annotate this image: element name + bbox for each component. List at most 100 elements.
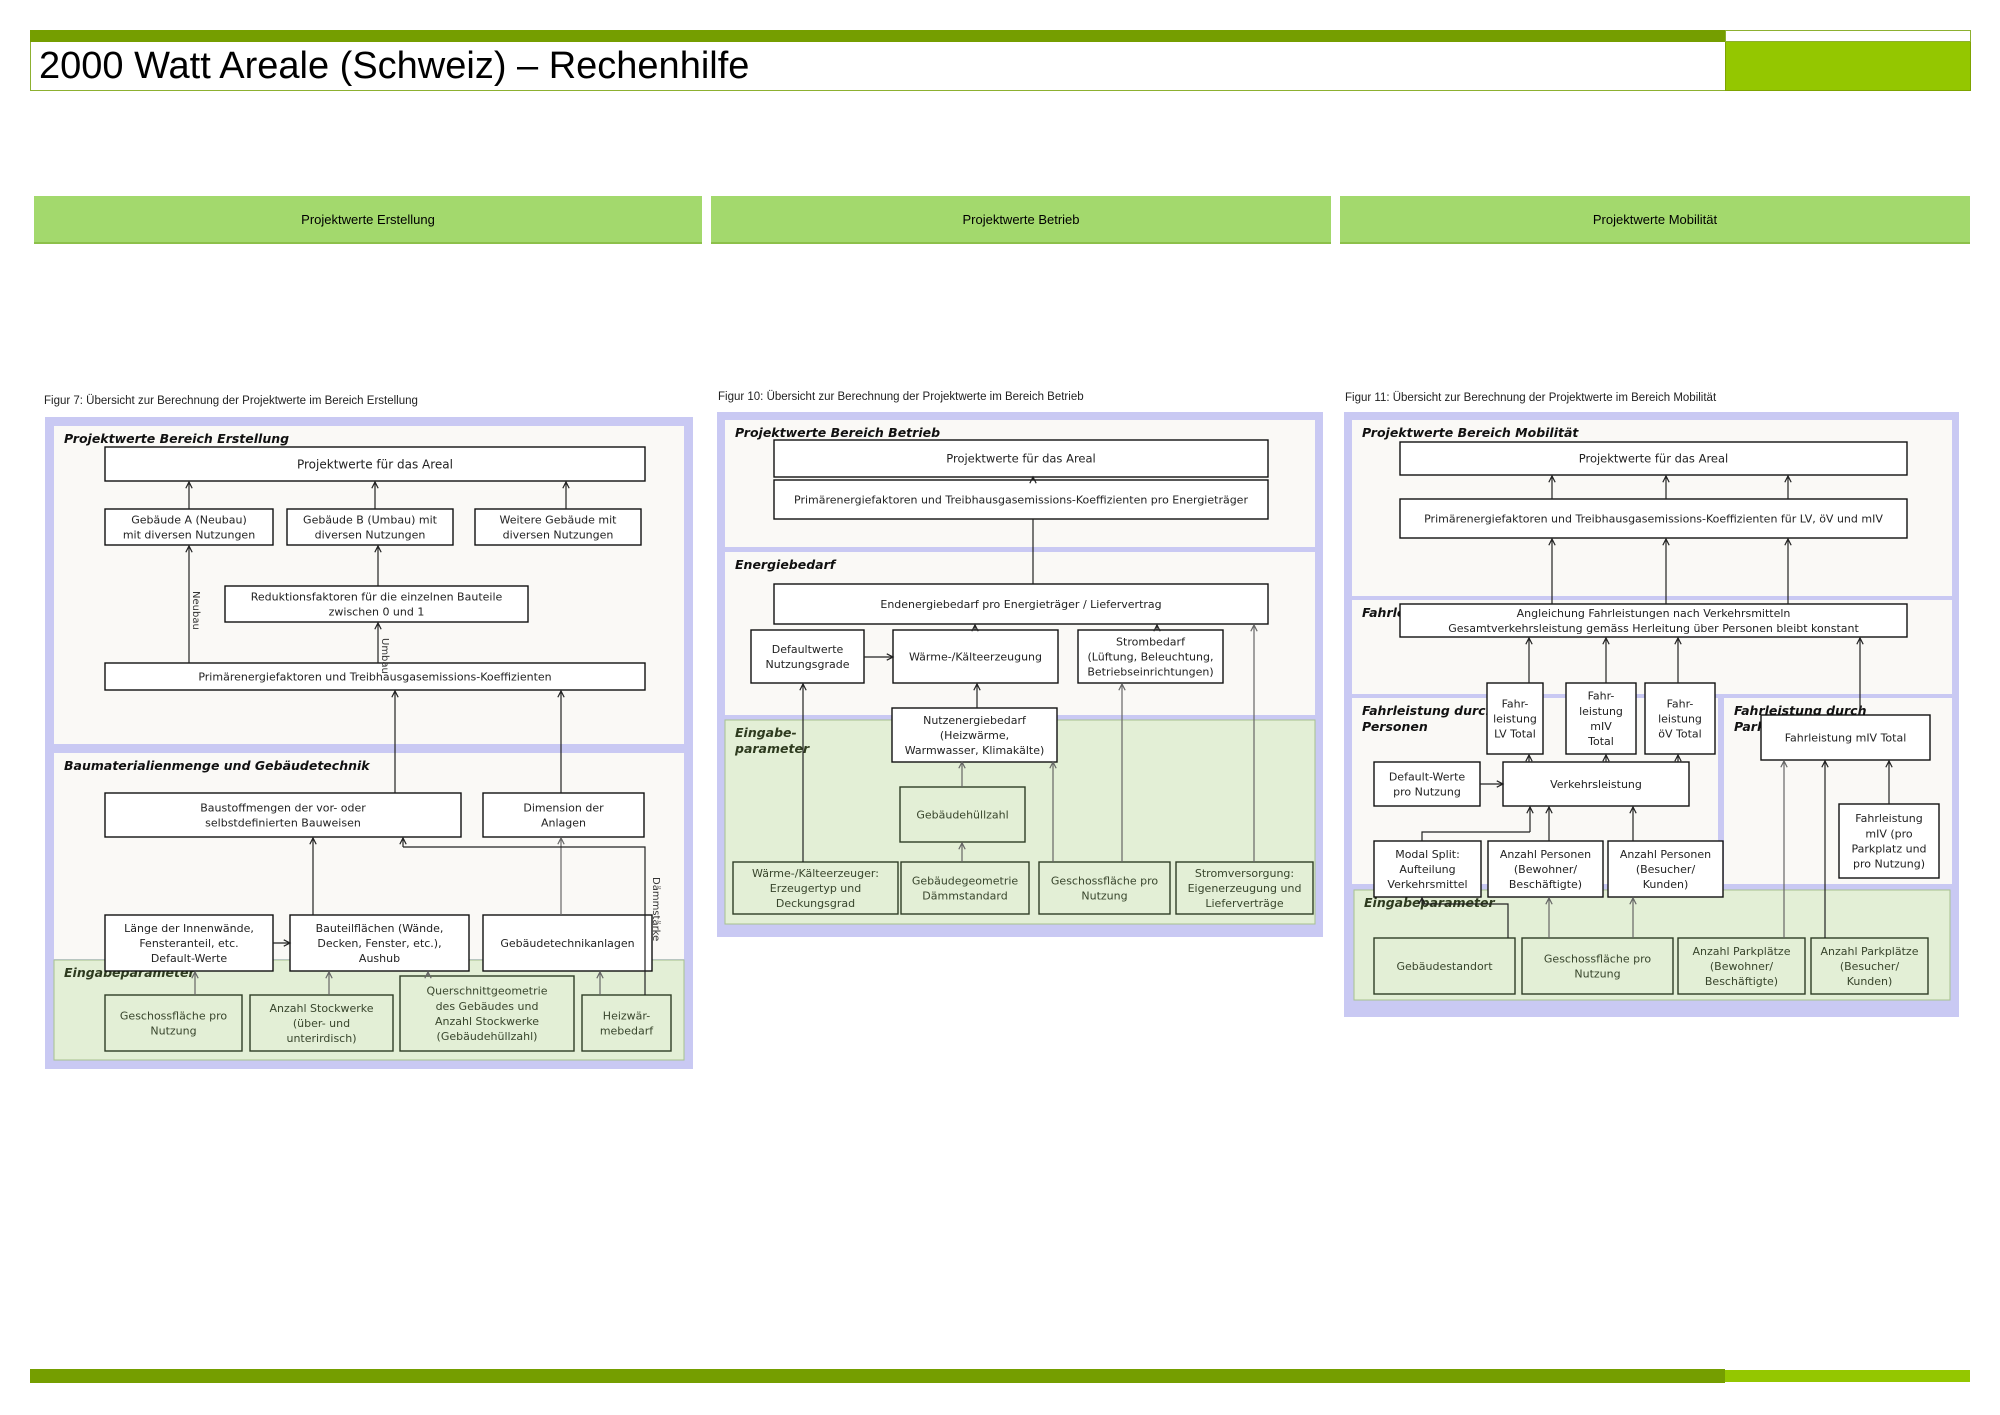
box-outline xyxy=(399,975,575,1052)
box-label: Primärenergiefaktoren und Treibhausgasem… xyxy=(1424,512,1883,525)
box-outline xyxy=(750,629,865,684)
box-label: (Gebäudehüllzahl) xyxy=(437,1030,538,1043)
box-outline xyxy=(900,861,1030,915)
arrow-head xyxy=(1784,537,1792,546)
box-outline xyxy=(1486,682,1544,755)
arrow-head xyxy=(1526,805,1534,814)
arrow-head xyxy=(1629,896,1637,905)
arrow-head xyxy=(1629,805,1637,814)
diagram-box-huellzahl: Gebäudehüllzahl xyxy=(899,786,1026,843)
box-outline xyxy=(474,508,642,546)
header-accent-block xyxy=(1725,42,1971,91)
diagram-box-areal: Projektwerte für das Areal xyxy=(773,439,1269,478)
arrow-head xyxy=(1525,753,1533,762)
box-label: Anlagen xyxy=(541,817,586,830)
connector-line xyxy=(403,846,646,995)
section-fahrleistung-personen-title: Personen xyxy=(1362,719,1428,734)
arrow-head xyxy=(958,760,966,769)
diagram-box-strom: Strombedarf(Lüftung, Beleuchtung,Betrieb… xyxy=(1077,629,1224,684)
box-outline xyxy=(286,508,454,546)
arrow-head xyxy=(557,836,565,845)
arrow-head xyxy=(1674,753,1682,762)
box-outline xyxy=(773,439,1269,478)
box-label: Geschossfläche pro xyxy=(1051,874,1158,887)
box-label: Länge der Innenwände, xyxy=(124,922,254,935)
box-label: (Lüftung, Beleuchtung, xyxy=(1088,650,1214,663)
arrow-head xyxy=(1602,753,1610,762)
box-outline xyxy=(899,786,1026,843)
header-title-row: 2000 Watt Areale (Schweiz) – Rechenhilfe xyxy=(30,42,1726,91)
diagram-box-pp_bew: Anzahl Parkplätze(Bewohner/Beschäftigte) xyxy=(1677,937,1806,995)
box-label: Anzahl Stockwerke xyxy=(435,1015,539,1028)
diagram-box-reduktion: Reduktionsfaktoren für die einzelnen Bau… xyxy=(224,585,529,623)
box-label: Geschossfläche pro xyxy=(1544,952,1651,965)
box-label: (über- und xyxy=(293,1017,350,1030)
arrow-head xyxy=(371,480,379,489)
box-label: Projektwerte für das Areal xyxy=(1579,452,1729,466)
box-label: Projektwerte für das Areal xyxy=(946,452,1096,466)
box-label: Primärenergiefaktoren und Treibhausgasem… xyxy=(198,670,551,683)
nav-button-mobilitaet[interactable]: Projektwerte Mobilität xyxy=(1340,196,1970,244)
box-label: des Gebäudes und xyxy=(436,1000,539,1013)
connector-line xyxy=(1422,903,1509,938)
box-label: Lieferverträge xyxy=(1205,897,1283,910)
arrow-head xyxy=(973,682,981,691)
nav-button-erstellung[interactable]: Projektwerte Erstellung xyxy=(34,196,702,244)
box-outline xyxy=(1399,603,1908,638)
box-label: Nutzenergiebedarf xyxy=(923,714,1027,727)
diagram-box-primaer: Primärenergiefaktoren und Treibhausgasem… xyxy=(1399,498,1908,539)
box-outline xyxy=(1077,629,1224,684)
arrow-head xyxy=(185,480,193,489)
box-outline xyxy=(1760,714,1931,761)
box-outline xyxy=(104,662,646,691)
box-label: leistung xyxy=(1493,712,1537,725)
box-outline xyxy=(1373,761,1481,807)
diagram-box-gtechnik: Gebäudetechnikanlagen xyxy=(482,914,653,972)
figure-caption-erstellung: Figur 7: Übersicht zur Berechnung der Pr… xyxy=(44,395,418,407)
arrow-head xyxy=(191,970,199,979)
box-outline xyxy=(1399,498,1908,539)
section-eingabeparameter-title: parameter xyxy=(734,741,810,756)
box-label: Endenergiebedarf pro Energieträger / Lie… xyxy=(880,598,1161,611)
box-label: (Besucher/ xyxy=(1636,863,1696,876)
arrow-head xyxy=(596,970,604,979)
box-outline xyxy=(1607,840,1724,898)
box-label: Defaultwerte xyxy=(772,643,844,656)
section-fahrleistung-personen-title: Fahrleistung durch xyxy=(1362,703,1495,718)
box-label: Angleichung Fahrleistungen nach Verkehrs… xyxy=(1517,607,1791,620)
box-label: pro Nutzung) xyxy=(1853,858,1925,871)
section-eingabeparameter-title: Eingabe- xyxy=(735,725,797,740)
header-top-bar xyxy=(30,30,1725,42)
arrow-head xyxy=(325,970,333,979)
arrow-head xyxy=(309,836,317,845)
arrow-head xyxy=(374,621,382,630)
box-outline xyxy=(1810,937,1929,995)
figure-caption-mobilitaet: Figur 11: Übersicht zur Berechnung der P… xyxy=(1345,392,1717,404)
section-fahrleistung-parkplaetze-title: Fahrleistung durch xyxy=(1734,703,1867,718)
box-label: Kunden) xyxy=(1643,878,1689,891)
box-outline xyxy=(224,585,529,623)
diagram-box-areal: Projektwerte für das Areal xyxy=(1399,441,1908,476)
arrow-head xyxy=(1153,623,1161,632)
box-label: Gebäudetechnikanlagen xyxy=(500,937,634,950)
box-label: Verkehrsmittel xyxy=(1387,878,1467,891)
header-top-right-strip xyxy=(1725,30,1971,42)
box-label: Kunden) xyxy=(1847,975,1893,988)
box-label: Anzahl Stockwerke xyxy=(269,1002,373,1015)
box-label: Gesamtverkehrsleistung gemäss Herleitung… xyxy=(1448,622,1859,635)
box-label: Fahrleistung mIV Total xyxy=(1785,731,1907,744)
box-label: Aufteilung xyxy=(1399,863,1455,876)
box-outline xyxy=(1838,803,1940,879)
diagram-betrieb: Projektwerte Bereich BetriebEnergiebedar… xyxy=(717,412,1323,937)
nav-button-betrieb[interactable]: Projektwerte Betrieb xyxy=(711,196,1331,244)
diagram-box-baustoff: Baustoffmengen der vor- oderselbstdefini… xyxy=(104,792,462,838)
box-label: Anzahl Personen xyxy=(1620,848,1711,861)
diagram-box-nutzenergie: Nutzenergiebedarf(Heizwärme,Warmwasser, … xyxy=(891,707,1058,763)
box-label: Gebäude A (Neubau) xyxy=(131,513,247,526)
